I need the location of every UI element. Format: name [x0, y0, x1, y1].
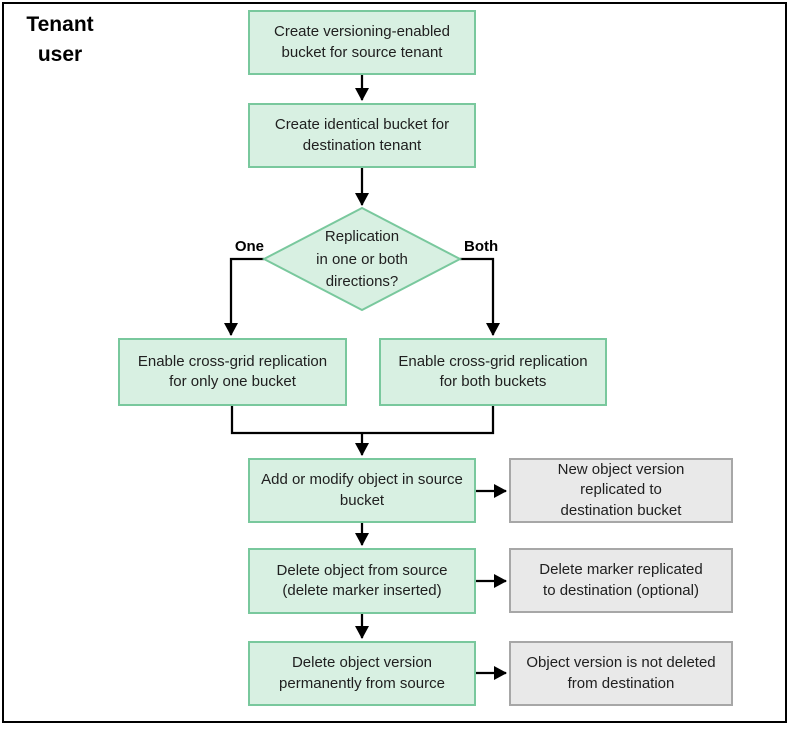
connector-merge — [230, 406, 495, 435]
decision-label-line2: in one or both — [316, 250, 408, 268]
tenant-user-line1: Tenant — [26, 13, 94, 36]
node-create-source-bucket-text: Create versioning-enabled bucket for sou… — [274, 23, 450, 61]
tenant-user-label: Tenant user — [14, 10, 106, 71]
arrow-branch-one — [224, 257, 264, 336]
node-add-modify-object-text: Add or modify object in source bucket — [261, 471, 463, 509]
decision-diamond-shape — [261, 206, 463, 312]
branch-label-both: Both — [464, 238, 499, 255]
node-create-destination-bucket-text: Create identical bucket for destination … — [274, 116, 450, 154]
node-add-modify-object: Add or modify object in source bucket — [248, 458, 476, 523]
decision-label-line1: Replication — [324, 228, 400, 245]
arrow-branch-both — [460, 257, 500, 336]
branch-label-one: One — [234, 238, 264, 255]
decision-label-line3: directions? — [325, 273, 399, 290]
diagram-border — [2, 2, 787, 723]
node-result-new-version-text: New object version replicated to destina… — [557, 461, 685, 519]
node-enable-one-bucket-text: Enable cross-grid replication for only o… — [137, 352, 328, 390]
tenant-user-line2: user — [37, 43, 83, 67]
node-create-source-bucket: Create versioning-enabled bucket for sou… — [248, 10, 476, 75]
node-enable-both-buckets-text: Enable cross-grid replication for both b… — [398, 352, 588, 390]
decision-label: Replication in one or both directions? — [282, 226, 442, 294]
node-delete-version-permanently-text: Delete object version permanently from s… — [279, 654, 445, 692]
node-enable-both-buckets: Enable cross-grid replication for both b… — [379, 338, 607, 406]
node-enable-one-bucket: Enable cross-grid replication for only o… — [118, 338, 347, 406]
node-result-delete-marker-text: Delete marker replicated to destination … — [539, 561, 703, 599]
node-create-destination-bucket: Create identical bucket for destination … — [248, 103, 476, 168]
node-delete-version-permanently: Delete object version permanently from s… — [248, 641, 476, 706]
node-result-delete-marker: Delete marker replicated to destination … — [509, 548, 733, 613]
node-result-not-deleted-text: Object version is not deleted from desti… — [526, 654, 716, 692]
node-result-not-deleted: Object version is not deleted from desti… — [509, 641, 733, 706]
node-delete-object-source-text: Delete object from source (delete marker… — [276, 561, 448, 599]
node-result-new-version: New object version replicated to destina… — [509, 458, 733, 523]
node-delete-object-source: Delete object from source (delete marker… — [248, 548, 476, 614]
